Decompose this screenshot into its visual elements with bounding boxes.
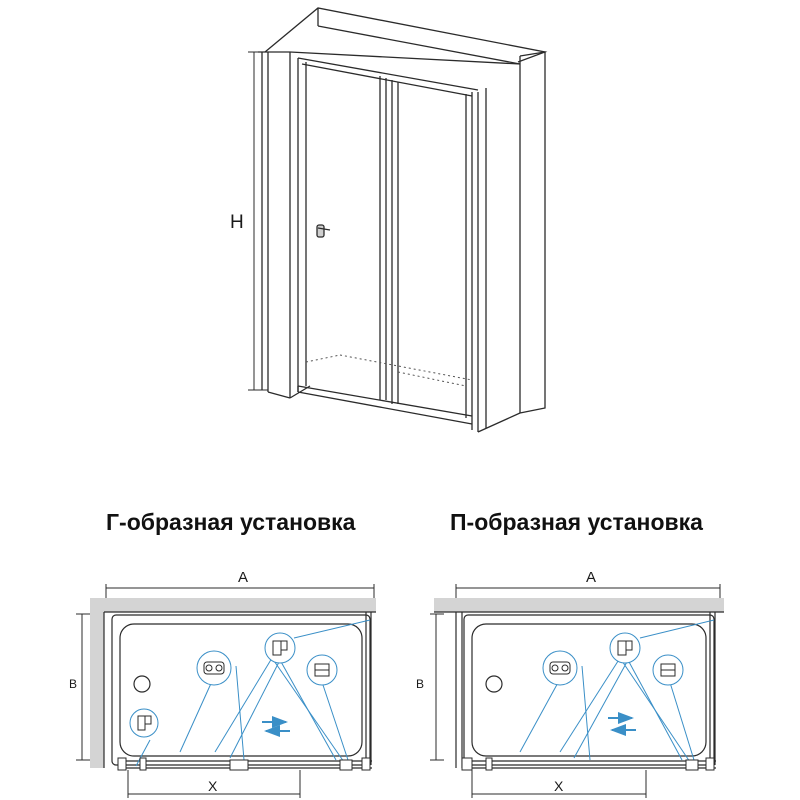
u-shaped-plan: A B X [416, 569, 724, 798]
back-wall [90, 598, 376, 612]
left-wall [90, 598, 104, 768]
rail-hardware [461, 757, 715, 771]
dimension-lines [430, 584, 721, 798]
width-label: A [586, 569, 596, 586]
width-label: A [238, 569, 248, 586]
depth-label: B [416, 677, 424, 691]
sliding-direction-arrows [608, 712, 636, 736]
door-width-label: X [554, 778, 564, 794]
detail-callouts [519, 619, 715, 763]
depth-label: B [69, 677, 77, 691]
u-shaped-heading: П-образная установка [450, 509, 703, 535]
detail-callouts [129, 619, 371, 767]
callout-part-icons [549, 640, 676, 677]
l-shaped-heading: Г-образная установка [106, 509, 356, 535]
callout-part-icons [137, 640, 330, 731]
l-shaped-plan: A B X [69, 569, 376, 798]
dimension-lines [76, 584, 375, 798]
shower-door-3d-view [258, 7, 548, 433]
door-width-label: X [208, 778, 218, 794]
sliding-direction-arrows [262, 716, 290, 737]
back-wall [434, 598, 724, 612]
height-label: H [230, 212, 244, 233]
rail-hardware [117, 757, 371, 771]
floor-dotted-outline [305, 354, 473, 387]
height-dimension [248, 51, 268, 391]
